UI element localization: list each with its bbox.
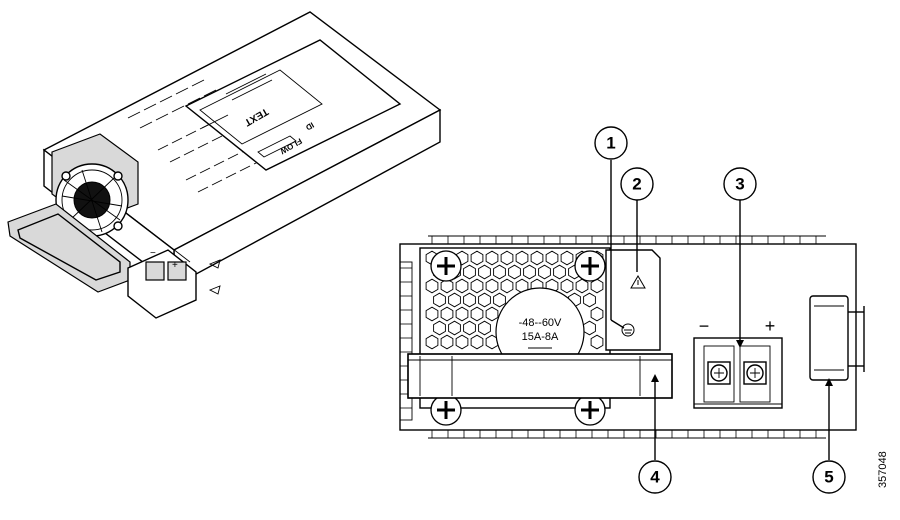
callout-5: 5: [812, 460, 846, 494]
warning-triangle-icon: [630, 275, 646, 289]
screw-icon: [574, 394, 606, 426]
screw-icon: [430, 394, 462, 426]
screw-icon: [707, 361, 731, 385]
callout-leaders: [610, 160, 833, 460]
callout-circle: [638, 460, 672, 494]
figure-id: 357048: [877, 451, 889, 488]
fan-grille-icon: [61, 169, 123, 233]
fan-grille-icon: [425, 250, 604, 350]
terminal-plus-label: +: [765, 316, 776, 336]
front-terminal-block: − +: [127, 248, 197, 319]
ground-symbol-icon: [621, 323, 635, 337]
callout-circle: [812, 460, 846, 494]
bottom-serration: [428, 429, 826, 439]
callout-4: 4: [638, 460, 672, 494]
callout-3: 3: [723, 167, 757, 201]
screw-icon: [574, 250, 606, 282]
callout-circle: [723, 167, 757, 201]
callout-circle: [620, 167, 654, 201]
dc-terminal-block[interactable]: − +: [693, 316, 783, 409]
callout-number: 4: [650, 468, 660, 487]
callout-circle: [594, 126, 628, 160]
screw-icon: [743, 361, 767, 385]
status-panel: [605, 249, 661, 351]
front-terminal-minus: −: [150, 248, 156, 259]
isometric-power-supply: TEXT ID FLOW − +: [7, 11, 442, 319]
top-label-panel: TEXT ID FLOW: [184, 39, 402, 171]
label-id: ID: [304, 120, 316, 132]
rating-voltage: -48--60V: [519, 317, 562, 329]
left-rail: [399, 261, 413, 421]
front-view-power-supply: -48--60V 15A-8A: [399, 235, 889, 488]
callout-1: 1: [594, 126, 628, 160]
top-serration: [428, 235, 826, 245]
callout-number: 1: [606, 134, 615, 153]
screw-icon: [430, 250, 462, 282]
callout-2: 2: [620, 167, 654, 201]
callout-number: 3: [735, 175, 744, 194]
front-terminal-plus: +: [172, 260, 178, 271]
terminal-minus-label: −: [699, 316, 710, 336]
callout-number: 2: [632, 175, 641, 194]
handle-bar[interactable]: [407, 353, 673, 399]
rating-current: 15A-8A: [522, 331, 559, 343]
callout-number: 5: [824, 468, 833, 487]
